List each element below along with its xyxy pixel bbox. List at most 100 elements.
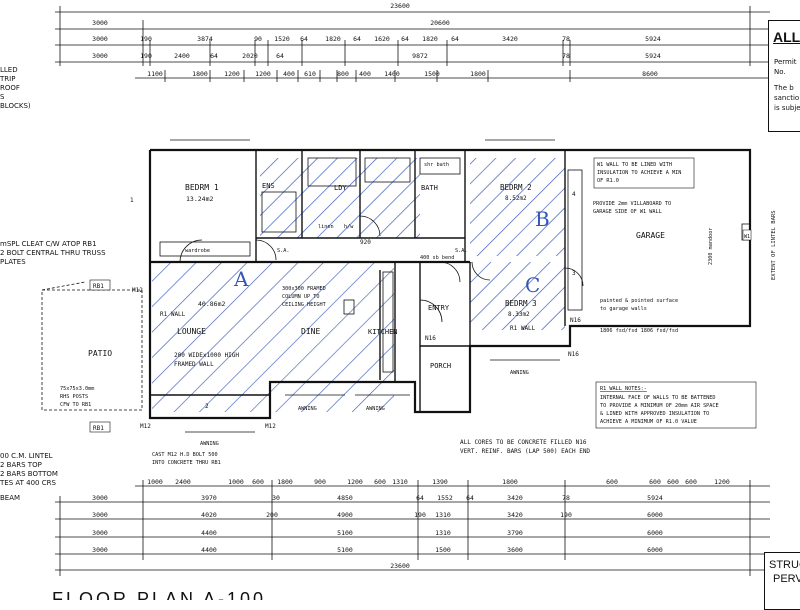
bot-dim-a13: 600 bbox=[649, 478, 661, 486]
awning-note-4: AWNING bbox=[510, 370, 529, 376]
structural-panel: STRUC PERV bbox=[764, 552, 800, 610]
structural-sub: PERV bbox=[773, 573, 800, 585]
kitchen-label: KITCHEN bbox=[368, 328, 398, 336]
top-dim-c9: 5924 bbox=[645, 52, 661, 60]
sa-note-2: S.A. bbox=[455, 248, 468, 254]
approval-panel: ALL Permit No. The b sanctio is subje bbox=[768, 20, 800, 132]
patio-label: PATIO bbox=[88, 349, 112, 358]
left-margin-notes-3: 00 C.M. LINTEL 2 BARS TOP 2 BARS BOTTOM … bbox=[0, 452, 60, 503]
ldy-label: LDY bbox=[334, 184, 347, 192]
villaboard-note-2: GARAGE SIDE OF W1 WALL bbox=[593, 209, 662, 215]
top-dim-c3: 2400 bbox=[174, 52, 190, 60]
room-labels: BEDRM 1 13.24m2 ENS LDY BATH BEDRM 2 8.5… bbox=[88, 182, 665, 370]
bot-dim-b7: 64 bbox=[466, 494, 474, 502]
sheet-title: FLOOR PLAN A-100 bbox=[52, 589, 266, 600]
framed-column-3: CEILING HEIGHT bbox=[282, 302, 326, 308]
r1-wall-tag-2: R1 WALL bbox=[510, 325, 536, 332]
bot-dim-b5: 64 bbox=[416, 494, 424, 502]
hw-note: h/w bbox=[344, 224, 354, 230]
bot-dim-d6: 6000 bbox=[647, 529, 663, 537]
bot-dim-c8: 190 bbox=[560, 511, 572, 519]
w1-note-2: INSULATION TO ACHIEVE A MIN bbox=[597, 170, 681, 176]
r1-notes-title: R1 WALL NOTES:- bbox=[600, 386, 647, 392]
ref-tag-2: 2 bbox=[205, 403, 209, 410]
top-dim-a1: 3000 bbox=[92, 19, 108, 27]
bot-dim-a3: 1000 bbox=[228, 478, 244, 486]
left-note-7: 2 BOLT CENTRAL THRU TRUSS bbox=[0, 249, 106, 257]
inner-walls bbox=[150, 150, 566, 412]
bedrm2-label: BEDRM 2 bbox=[500, 183, 532, 192]
cast-bolt-2: INTO CONCRETE THRU RB1 bbox=[152, 460, 221, 466]
approval-line-2: No. bbox=[774, 68, 786, 76]
top-overall-dim: 23600 bbox=[390, 2, 410, 10]
bot-dim-b9: 78 bbox=[562, 494, 570, 502]
bot-dim-a9: 1310 bbox=[392, 478, 408, 486]
garage-label: GARAGE bbox=[636, 231, 665, 240]
rhs-posts-2: RHS POSTS bbox=[60, 394, 88, 400]
bot-dim-a11: 1800 bbox=[502, 478, 518, 486]
bot-dim-d4: 1310 bbox=[435, 529, 451, 537]
bot-dim-b10: 5924 bbox=[647, 494, 663, 502]
approval-line-1: Permit bbox=[774, 58, 797, 66]
outer-walls bbox=[148, 148, 752, 420]
cast-bolt-1: CAST M12 H.D BOLT 500 bbox=[152, 452, 218, 458]
top-dim-b6: 64 bbox=[300, 35, 308, 43]
cores-note-2: VERT. REINF. BARS (LAP 500) EACH END bbox=[460, 448, 590, 455]
top-dim-d8: 400 bbox=[359, 70, 371, 78]
painted-note-2: to garage walls bbox=[600, 306, 647, 312]
w1-note-1: W1 WALL TO BE LINED WITH bbox=[597, 162, 672, 168]
approval-line-3: The b bbox=[774, 84, 794, 92]
dine-label: DINE bbox=[301, 327, 320, 336]
sa-note-1: S.A. bbox=[277, 248, 290, 254]
rhs-posts-3: CFW TO RB1 bbox=[60, 402, 91, 408]
entry-label: ENTRY bbox=[428, 304, 450, 312]
left-note-3: ROOF bbox=[0, 84, 20, 92]
left-bottom-2: 2 BARS TOP bbox=[0, 461, 42, 469]
bot-dim-e6: 6000 bbox=[647, 546, 663, 554]
top-dim-b13: 3420 bbox=[502, 35, 518, 43]
garage-depth-note: 2300 mandoor bbox=[708, 228, 714, 265]
markup-letter-a: A bbox=[233, 267, 249, 291]
left-note-4: S bbox=[0, 93, 5, 101]
bot-dim-b1: 3000 bbox=[92, 494, 108, 502]
villaboard-note-1: PROVIDE 2mm VILLABOARD TO bbox=[593, 201, 671, 207]
bot-dim-c1: 3000 bbox=[92, 511, 108, 519]
bot-dim-a14: 600 bbox=[667, 478, 679, 486]
fixtures bbox=[41, 157, 751, 411]
top-dim-d7: 800 bbox=[337, 70, 349, 78]
top-dim-b3: 3874 bbox=[197, 35, 213, 43]
bot-dim-d1: 3000 bbox=[92, 529, 108, 537]
bedrm2-area: 8.52m2 bbox=[505, 195, 527, 202]
bot-dim-a7: 1200 bbox=[347, 478, 363, 486]
bot-dim-b4: 4850 bbox=[337, 494, 353, 502]
top-dimension-text: 23600 3000 20600 3000 190 3874 90 1520 6… bbox=[92, 2, 661, 78]
bot-dim-a12: 600 bbox=[606, 478, 618, 486]
n16-tag-2: N16 bbox=[568, 351, 579, 358]
m12-tag-3: M12 bbox=[265, 423, 276, 430]
left-note-2: TRIP bbox=[0, 75, 16, 83]
left-bottom-3: 2 BARS BOTTOM bbox=[0, 470, 58, 478]
kitchen-bench-fixture bbox=[382, 271, 394, 373]
approval-title: ALL bbox=[773, 29, 800, 45]
m12-tag-1: M12 bbox=[132, 287, 143, 294]
plan-notes: W1 WALL TO BE LINED WITH INSULATION TO A… bbox=[60, 157, 777, 466]
top-dim-d9: 1400 bbox=[384, 70, 400, 78]
top-dim-a2: 20600 bbox=[430, 19, 450, 27]
lounge-label: LOUNGE bbox=[177, 327, 206, 336]
r1-notes-box bbox=[595, 381, 757, 429]
hatch-ens-ldy bbox=[260, 158, 420, 238]
rb1-tag-2: RB1 bbox=[93, 425, 104, 432]
vanity-fixture bbox=[364, 157, 411, 183]
top-dim-c4: 64 bbox=[210, 52, 218, 60]
bot-dim-e4: 1500 bbox=[435, 546, 451, 554]
bot-overall-dim: 23600 bbox=[390, 562, 410, 570]
lounge-area: 40.86m2 bbox=[198, 300, 225, 308]
structural-title: STRUC bbox=[769, 559, 800, 571]
left-note-5: BLOCKS) bbox=[0, 102, 31, 110]
markup-letter-b: B bbox=[535, 207, 550, 231]
framed-column-1: 300x300 FRAMED bbox=[282, 286, 326, 292]
left-note-1: LLED bbox=[0, 66, 18, 74]
framed-column-2: COLUMN UP TO bbox=[282, 294, 319, 300]
bot-dim-a16: 1200 bbox=[714, 478, 730, 486]
top-dim-b15: 5924 bbox=[645, 35, 661, 43]
